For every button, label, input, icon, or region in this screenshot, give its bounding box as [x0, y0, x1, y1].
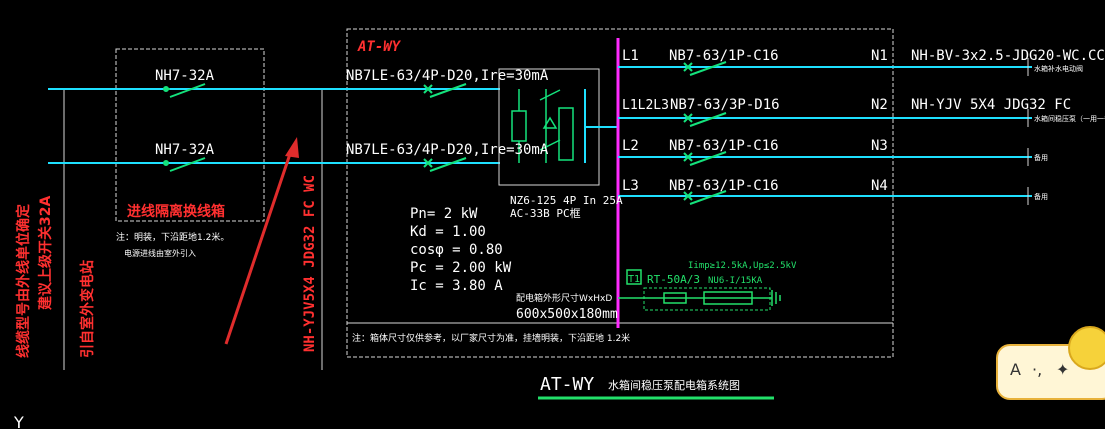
- box-note: 注：箱体尺寸仅供参考，以厂家尺寸为准，挂墙明装，下沿距地 1.2米: [352, 332, 630, 344]
- circuit-3-phase: L2: [622, 138, 639, 154]
- circuit-4-note: 备用: [1034, 192, 1048, 201]
- circuit-4-num: N4: [871, 178, 888, 194]
- dim-value: 600x500x180mm: [516, 307, 618, 322]
- red-annotation-arrow-icon: [224, 137, 299, 345]
- transfer-switch-label-2: AC-33B PC框: [510, 207, 581, 220]
- circuit-1-breaker: NB7-63/1P-C16: [669, 48, 779, 64]
- ime-char-1[interactable]: A: [1010, 360, 1021, 379]
- ime-char-3[interactable]: ✦: [1056, 360, 1070, 379]
- rcd-label-bottom: NB7LE-63/4P-D20,Ire=30mA: [346, 142, 549, 158]
- param-cos: cosφ = 0.80: [410, 242, 503, 258]
- box-title: AT-WY: [357, 39, 402, 55]
- spd-fuse: [663, 292, 687, 304]
- circuit-1-cable: NH-BV-3x2.5-JDG20-WC.CC: [911, 48, 1105, 64]
- spd-arrester: [703, 291, 753, 305]
- param-ic: Ic = 3.80 A: [410, 278, 503, 294]
- left-vertical-label-2: 建议上级开关32A: [37, 196, 54, 310]
- transfer-switch-inner-left: [511, 110, 527, 142]
- isolation-box-label: 进线隔离换线箱: [127, 203, 225, 220]
- isolation-note-2: 电源进线由室外引入: [124, 248, 196, 258]
- transfer-switch-label-1: NZ6-125 4P In 25A: [510, 194, 623, 207]
- rcd-label-top: NB7LE-63/4P-D20,Ire=30mA: [346, 68, 549, 84]
- circuit-1-phase: L1: [622, 48, 639, 64]
- circuit-breakers: [683, 61, 727, 205]
- distribution-box-frame: [346, 28, 894, 358]
- nh7-switch-bottom: [163, 157, 206, 172]
- spd-model-2: NU6-I/15KA: [708, 276, 763, 286]
- ground-icon: [771, 290, 781, 306]
- param-kd: Kd = 1.00: [410, 224, 486, 240]
- nh7-label-top: NH7-32A: [155, 68, 215, 84]
- circuit-2-cable: NH-YJV 5X4 JDG32 FC: [911, 97, 1071, 113]
- circuit-3-breaker: NB7-63/1P-C16: [669, 138, 779, 154]
- ime-mascot-icon[interactable]: [1068, 326, 1105, 370]
- transfer-switch-inner-right: [558, 107, 574, 161]
- transfer-switch-contacts: [518, 89, 561, 163]
- nh7-label-bottom: NH7-32A: [155, 142, 215, 158]
- rcd-breaker-bottom: [423, 157, 467, 172]
- circuit-3-note: 备用: [1034, 153, 1048, 162]
- axis-y-label: Y: [13, 413, 24, 429]
- nh7-switch-top: [163, 83, 206, 98]
- feeder-cable-label: NH-YJV5X4 JDG32 FC WC: [302, 175, 318, 352]
- spd-spec: Iimp≥12.5kA,Up≤2.5kV: [688, 261, 797, 271]
- rcd-breaker-top: [423, 83, 467, 98]
- ime-char-2[interactable]: ·,: [1032, 360, 1043, 379]
- left-vertical-label-1: 线缆型号由外线单位确定: [15, 204, 32, 358]
- diagram-title-prefix: AT-WY: [540, 374, 594, 395]
- spd-model: RT-50A/3: [647, 273, 700, 286]
- isolation-box-frame: [115, 48, 265, 222]
- spd-frame: [643, 287, 771, 311]
- circuit-4-breaker: NB7-63/1P-C16: [669, 178, 779, 194]
- param-pn: Pn= 2 kW: [410, 206, 478, 222]
- circuit-4-phase: L3: [622, 178, 639, 194]
- circuit-2-breaker: NB7-63/3P-D16: [670, 97, 780, 113]
- spd-t1-label: T1: [628, 274, 640, 285]
- spd-t1-box: [626, 269, 642, 285]
- circuit-1-num: N1: [871, 48, 888, 64]
- circuit-2-phase: L1L2L3: [622, 98, 669, 113]
- circuit-2-num: N2: [871, 97, 888, 113]
- circuit-3-num: N3: [871, 138, 888, 154]
- param-pc: Pc = 2.00 kW: [410, 260, 512, 276]
- circuit-1-note: 水箱补水电动阀: [1034, 64, 1083, 73]
- circuit-2-note: 水箱间稳压泵（一用一备）: [1034, 114, 1105, 123]
- diagram-title-suffix: 水箱间稳压泵配电箱系统图: [608, 378, 740, 392]
- isolation-note-1: 注：明装，下沿距地1.2米。: [116, 231, 229, 243]
- dim-label: 配电箱外形尺寸WxHxD: [516, 292, 612, 304]
- left-vertical-label-3: 引自室外变电站: [79, 260, 96, 358]
